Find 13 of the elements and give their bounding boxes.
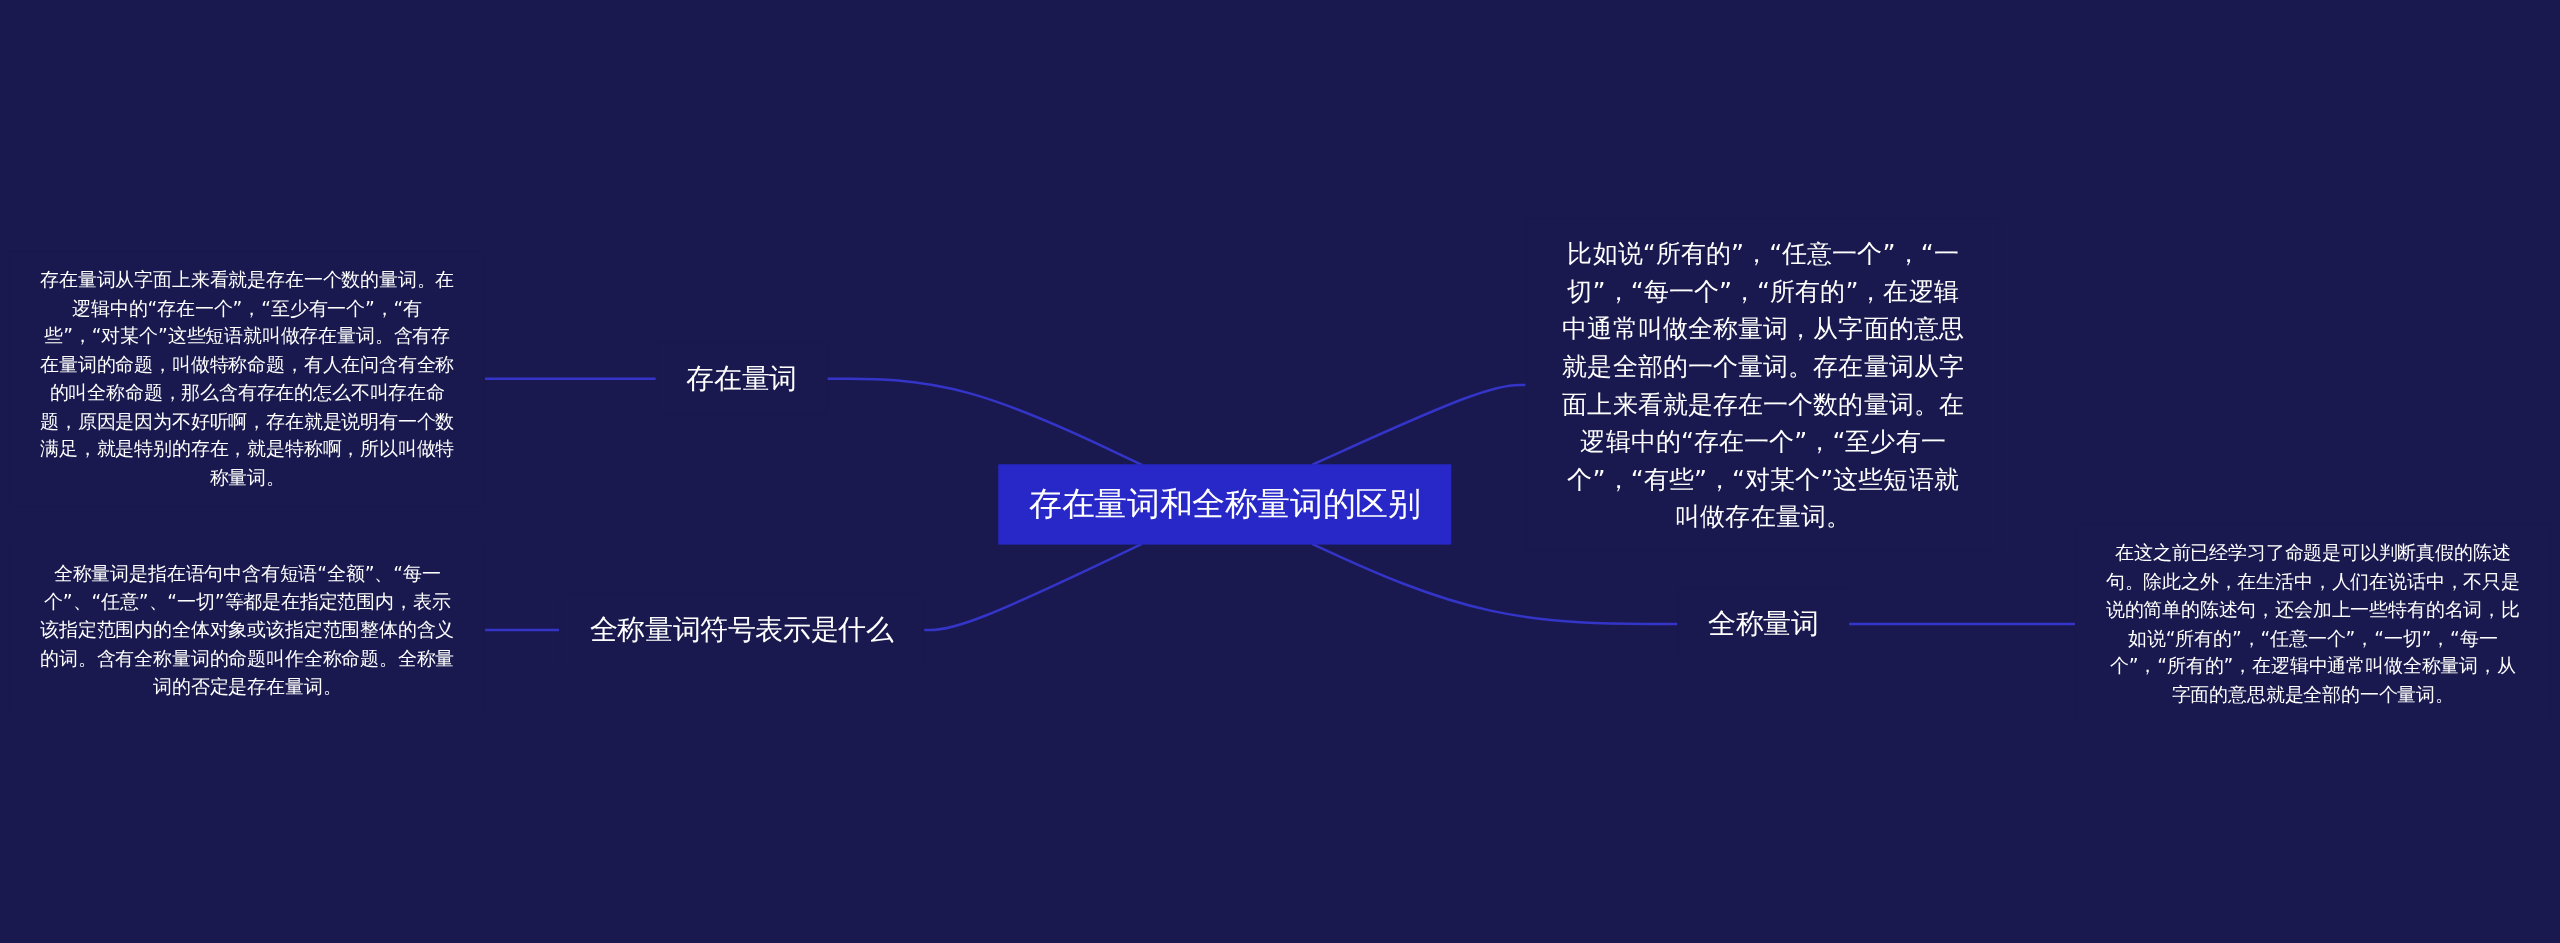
node-text: 全称量词是指在语句中含有短语“全额”、“每一个”、“任意”、“一切”等都是在指定范围内，表示该指定范围内的全体对象或该指定范围整体的含义的词。含有全称量词的命题叫作全称命题。全称量词的否定是存在量词。 <box>40 562 455 698</box>
node-text: 全称量词符号表示是什么 <box>589 614 894 646</box>
connector <box>484 377 657 381</box>
node-text: 存在量词从字面上来看就是存在一个数的量词。在逻辑中的“存在一个”，“至少有一个”，“有些”，“对某个”这些短语就叫做存在量词。含有存在量词的命题，叫做特称命题，有人在问含有全称的叫全称命题，那么含有存在的怎么不叫存在命题，原因是因为不好听啊，存在就是说明有一个数满足，就是特别的存在，就是特称啊，所以叫做特称量词。 <box>40 268 455 489</box>
node-box: 存在量词和全称量词的区别 <box>998 464 1452 545</box>
node-text: 存在量词 <box>686 363 797 395</box>
node-text: 比如说“所有的”，“任意一个”，“一切”，“每一个”，“所有的”，在逻辑中通常叫做全称量词，从字面的意思就是全部的一个量词。存在量词从字面上来看就是存在一个数的量词。在逻辑中的“存在一个”，“至少有一个”，“有些”，“对某个”这些短语就叫做存在量词。 <box>1562 238 1964 532</box>
node-text: 在这之前已经学习了命题是可以判断真假的陈述句。除此之外，在生活中，人们在说话中，不只是说的简单的陈述句，还会加上一些特有的名词，比如说“所有的”，“任意一个”，“一切”，“每一个”，“所有的”，在逻辑中通常叫做全称量词，从字面的意思就是全部的一个量词。 <box>2105 541 2520 706</box>
connector <box>923 542 1143 632</box>
connector <box>484 628 560 632</box>
node-text: 全称量词 <box>1707 608 1819 640</box>
connector <box>1848 622 2076 626</box>
connector <box>1311 542 1678 626</box>
